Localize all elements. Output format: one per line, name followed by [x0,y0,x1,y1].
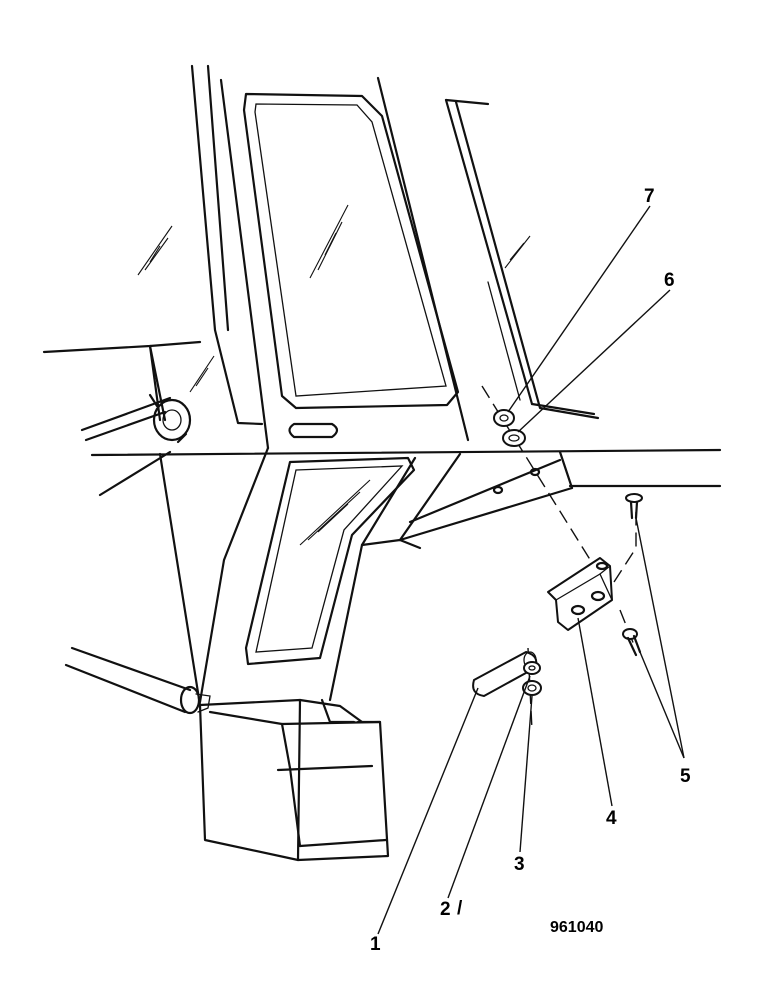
callout-2: 2 [440,899,451,920]
part-4-bracket [547,557,613,631]
leader-lines [377,205,685,935]
callout-3: 3 [514,854,525,875]
drawing-reference-number: 961040 [550,919,603,936]
callout-6: 6 [664,270,675,291]
callout-1: 1 [370,934,381,955]
callout-4: 4 [606,808,617,829]
cab-body [42,64,722,862]
stray-mark: / [457,898,463,919]
part-5-bolt-lower [622,628,642,657]
part-5-bolt-upper [625,493,643,520]
part-6-washer [502,429,526,447]
part-7-nut [493,409,515,427]
callout-5: 5 [680,766,691,787]
callout-7: 7 [644,186,655,207]
part-2-nut [523,661,541,675]
glass-glare-marks [137,204,531,546]
